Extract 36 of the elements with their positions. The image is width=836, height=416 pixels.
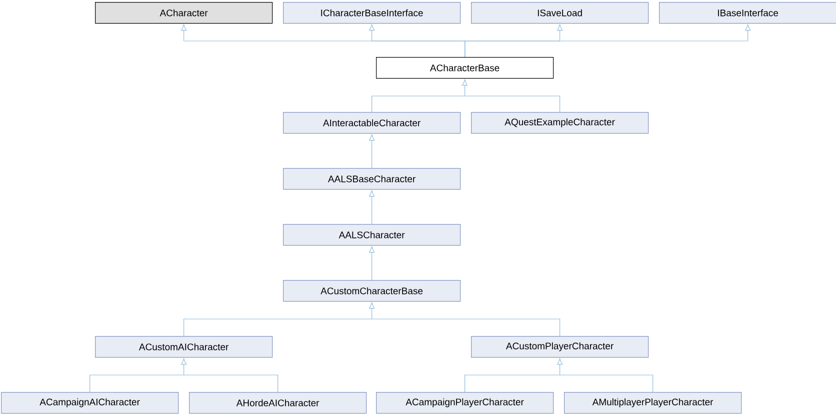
inheritance-arrow: [369, 302, 375, 320]
inheritance-arrow: [369, 190, 375, 224]
connector-line: [372, 96, 466, 112]
inheritance-arrow: [369, 24, 375, 42]
class-box: AALSBaseCharacter: [283, 168, 461, 190]
connector-line: [560, 374, 654, 392]
inheritance-arrow: [462, 79, 468, 96]
class-box: AHordeAICharacter: [189, 392, 367, 414]
inheritance-arrow: [369, 246, 375, 280]
connector-line: [372, 318, 560, 336]
inheritance-arrow: [557, 358, 563, 376]
class-box: ACampaignAICharacter: [1, 392, 179, 414]
connector-line: [184, 374, 278, 392]
class-box: AALSCharacter: [283, 224, 461, 246]
class-box: AMultiplayerPlayerCharacter: [564, 392, 742, 414]
inheritance-arrow: [369, 134, 375, 168]
class-box: ACharacterBase: [376, 57, 554, 79]
class-box: AQuestExampleCharacter: [471, 112, 649, 134]
class-box: IBaseInterface: [659, 2, 836, 24]
class-box: ACustomAICharacter: [95, 336, 273, 358]
inheritance-arrow: [745, 24, 751, 42]
class-box: ACustomCharacterBase: [283, 280, 461, 302]
inheritance-arrow: [181, 24, 187, 42]
class-box: ACustomPlayerCharacter: [471, 336, 649, 358]
class-box: ACharacter: [95, 2, 273, 24]
connector-line: [464, 40, 748, 58]
connector-line: [184, 318, 372, 336]
class-box: ACampaignPlayerCharacter: [376, 392, 554, 414]
connector-line: [464, 374, 560, 392]
inheritance-arrow: [181, 358, 187, 376]
class-box: AInteractableCharacter: [283, 112, 461, 134]
inheritance-arrow: [557, 24, 563, 42]
connector-line: [90, 374, 184, 392]
class-box: ISaveLoad: [471, 2, 649, 24]
connector-line: [464, 96, 560, 112]
class-box: ICharacterBaseInterface: [283, 2, 461, 24]
